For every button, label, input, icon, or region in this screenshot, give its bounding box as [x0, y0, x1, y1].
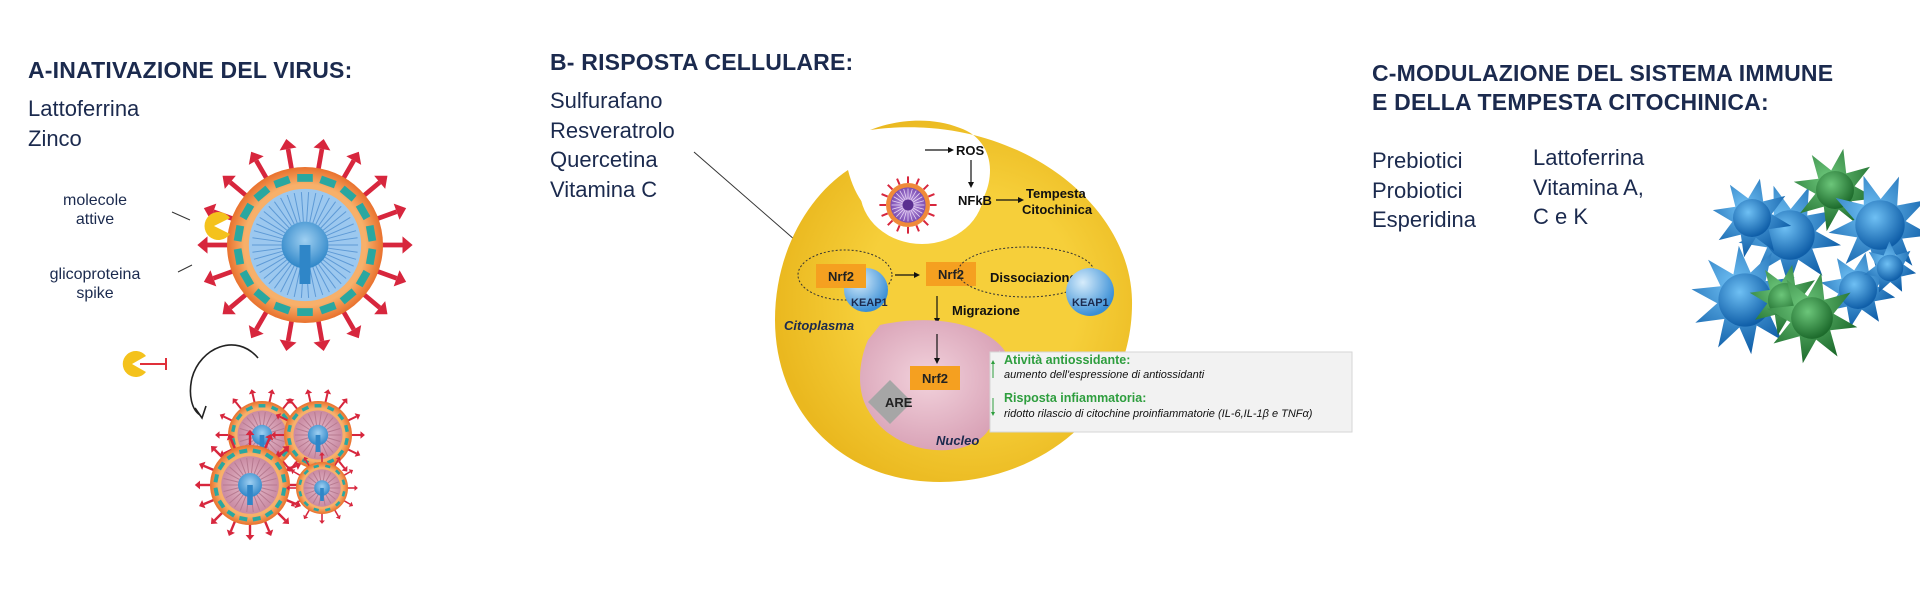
cell-response-diagram: ROS NFkB Tempesta Citochinica KEAP1 Nrf2… — [693, 120, 1353, 483]
dissociation-label: Dissociazione — [990, 270, 1077, 285]
inflammatory-text: ridotto rilascio di citochine proinfiamm… — [1004, 408, 1313, 420]
list-item: Vitamina C — [550, 176, 658, 202]
pointer-line — [177, 264, 193, 273]
spike-glycoprotein-label: glicoproteina spike — [49, 266, 141, 302]
nucleus-label: Nucleo — [936, 433, 979, 448]
active-molecule-icon — [204, 212, 230, 241]
list-item: Lattoferrina — [28, 96, 140, 121]
section-c-title-line-1: C-MODULAZIONE DEL SISTEMA IMMUNE — [1372, 60, 1834, 86]
list-item: Sulfurafano — [550, 88, 663, 113]
inflammatory-title: Risposta infiammatoria: — [1004, 391, 1146, 405]
are-label: ARE — [885, 395, 913, 410]
list-item: Esperidina — [1372, 207, 1476, 232]
virus-inactivation-illustration — [122, 138, 413, 541]
keap1-protein — [1066, 268, 1114, 316]
keap1-label: KEAP1 — [1072, 297, 1109, 309]
list-item: Zinco — [28, 125, 82, 151]
antioxidant-title: Atività antiossidante: — [1004, 353, 1130, 367]
virus-icon — [197, 138, 413, 352]
section-b-title: B- RISPOSTA CELLULARE: — [550, 49, 854, 75]
section-c-list-right: Lattoferrina Vitamina A, C e K — [1533, 143, 1644, 232]
curved-arrow-icon — [189, 344, 259, 420]
section-c-title: C-MODULAZIONE DEL SISTEMA IMMUNE E DELLA… — [1372, 59, 1833, 117]
nrf2-box — [910, 366, 960, 390]
active-molecules-label: molecole attive — [62, 192, 128, 228]
section-b-list: Sulfurafano Resveratrolo Quercetina Vita… — [550, 86, 675, 204]
ros-label: ROS — [956, 143, 985, 158]
immune-cells-illustration — [1691, 148, 1920, 364]
immune-cell-cluster-icon — [1691, 148, 1920, 364]
are-element — [868, 380, 912, 424]
keap1-label: KEAP1 — [851, 297, 888, 309]
section-a-list: Lattoferrina Zinco — [28, 94, 139, 153]
nrf2-label: Nrf2 — [938, 267, 964, 282]
migration-label: Migrazione — [952, 303, 1020, 318]
list-item: Probiotici — [1372, 177, 1463, 203]
pointer-line — [693, 151, 796, 241]
cytoplasm-label: Citoplasma — [784, 318, 854, 333]
nrf2-label: Nrf2 — [828, 269, 854, 284]
section-c-title-line-2: E DELLA TEMPESTA CITOCHINICA: — [1372, 89, 1769, 115]
list-item: Resveratrolo — [550, 117, 675, 143]
nrf2-label: Nrf2 — [922, 371, 948, 386]
nfkb-label: NFkB — [958, 193, 992, 208]
pointer-line — [171, 211, 191, 221]
list-item: Prebiotici — [1372, 148, 1463, 173]
section-c-list-left: Prebiotici Probiotici Esperidina — [1372, 146, 1476, 235]
list-item: Vitamina A, — [1533, 174, 1644, 200]
storm-label-2: Citochinica — [1022, 202, 1093, 217]
active-molecule-icon — [122, 350, 167, 378]
list-item: Lattoferrina — [1533, 145, 1645, 170]
list-item: Quercetina — [550, 147, 658, 172]
outcome-panel: Atività antiossidante: aumento dell'espr… — [989, 350, 1353, 433]
storm-label-1: Tempesta — [1026, 186, 1086, 201]
virus-cluster-icon — [194, 389, 365, 541]
nrf2-box — [926, 262, 976, 286]
section-a-title: A-INATIVAZIONE DEL VIRUS: — [28, 57, 353, 83]
nrf2-box — [816, 264, 866, 288]
nrf2-keap1-complex — [797, 249, 893, 301]
list-item: C e K — [1533, 204, 1589, 229]
antioxidant-text: aumento dell'espressione di antiossidant… — [1004, 369, 1205, 381]
virus-icon — [879, 176, 937, 234]
